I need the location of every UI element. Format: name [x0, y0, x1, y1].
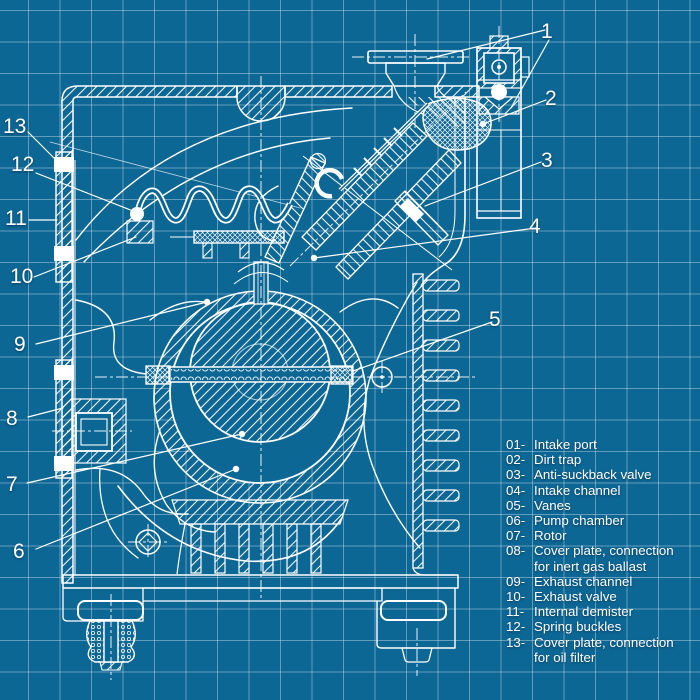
legend-item-label: for inert gas ballast: [534, 558, 647, 574]
callout-number-12: 12: [11, 153, 35, 176]
callout-number-11: 11: [5, 207, 27, 230]
callout-number-10: 10: [10, 265, 34, 288]
legend-item: 02- Dirt trap: [506, 452, 674, 467]
legend-item-label: Exhaust channel: [534, 573, 633, 589]
legend-item-label: Dirt trap: [534, 452, 582, 468]
legend-item-label: Spring buckles: [534, 619, 622, 635]
legend-item: 06- Pump chamber: [506, 513, 674, 528]
legend-item-label: Exhaust valve: [534, 589, 617, 605]
callout-number-4: 4: [529, 215, 541, 238]
callout-number-8: 8: [6, 407, 18, 430]
legend-item: 12- Spring buckles: [506, 619, 674, 634]
legend-item-label: Cover plate, connection: [534, 634, 674, 650]
legend-item: 13- Cover plate, connection: [506, 635, 674, 650]
callout-number-13: 13: [3, 115, 27, 138]
parts-legend: 01- Intake port 02- Dirt trap 03- Anti-suckba…: [506, 437, 674, 665]
valve-spring-curl: [314, 168, 345, 199]
legend-item-label: Rotor: [534, 528, 567, 544]
valve-collar: [400, 198, 424, 222]
intake-channel: [264, 102, 462, 280]
cooling-fins-bottom: [176, 523, 322, 575]
legend-item: 01- Intake port: [506, 437, 674, 452]
callout-number-3: 3: [541, 149, 553, 172]
legend-item-number: 10-: [506, 589, 526, 605]
callout-number-9: 9: [14, 333, 26, 356]
legend-item-number: 11-: [506, 604, 525, 620]
exhaust-valve-plate: [193, 230, 285, 244]
legend-item: 07- Rotor: [506, 528, 674, 543]
legend-item-label: Anti-suckback valve: [534, 467, 652, 483]
legend-item: for inert gas ballast: [506, 559, 674, 574]
legend-item-label: Vanes: [534, 497, 571, 513]
legend-item-number: 08-: [506, 543, 526, 559]
legend-item: for oil filter: [506, 650, 674, 665]
cooling-fins-right: [412, 273, 460, 576]
legend-item-label: Intake channel: [534, 482, 621, 498]
legend-item-number: 04-: [506, 482, 526, 498]
spring-buckle: [54, 246, 74, 261]
foot-right: [380, 600, 447, 621]
callout-number-6: 6: [13, 540, 25, 563]
spring-buckle-knob: [130, 207, 144, 221]
callout-number-2: 2: [545, 87, 557, 110]
legend-item-number: 09-: [506, 573, 526, 589]
callout-number-1: 1: [541, 20, 553, 43]
callout-leader-lines: [26, 29, 550, 550]
legend-item-number: 01-: [506, 437, 526, 452]
legend-item: 04- Intake channel: [506, 483, 674, 498]
legend-item-label: Pump chamber: [534, 513, 625, 529]
legend-item-number: 13-: [506, 634, 526, 650]
dirt-trap: [393, 85, 492, 151]
legend-item-number: 06-: [506, 513, 526, 529]
spring-buckle: [54, 157, 74, 172]
legend-item-label: for oil filter: [534, 649, 596, 665]
legend-item-label: Intake port: [534, 437, 597, 452]
legend-item-label: Internal demister: [534, 604, 634, 620]
legend-item: 08- Cover plate, connection: [506, 543, 674, 558]
centerlines: [52, 26, 500, 680]
legend-item-number: 02-: [506, 452, 526, 468]
legend-item: 03- Anti-suckback valve: [506, 467, 674, 482]
callout-number-5: 5: [489, 308, 501, 331]
legend-item: 10- Exhaust valve: [506, 589, 674, 604]
legend-item-number: 03-: [506, 467, 526, 483]
legend-item-label: Cover plate, connection: [534, 543, 674, 559]
legend-item-number: 12-: [506, 619, 526, 635]
legend-item: 09- Exhaust channel: [506, 574, 674, 589]
legend-item-number: 07-: [506, 528, 526, 544]
callout-number-7: 7: [6, 473, 18, 496]
spring-buckle: [54, 456, 74, 471]
legend-item: 05- Vanes: [506, 498, 674, 513]
spring-buckle: [54, 365, 74, 380]
legend-item: 11- Internal demister: [506, 604, 674, 619]
legend-item-number: 05-: [506, 497, 526, 513]
